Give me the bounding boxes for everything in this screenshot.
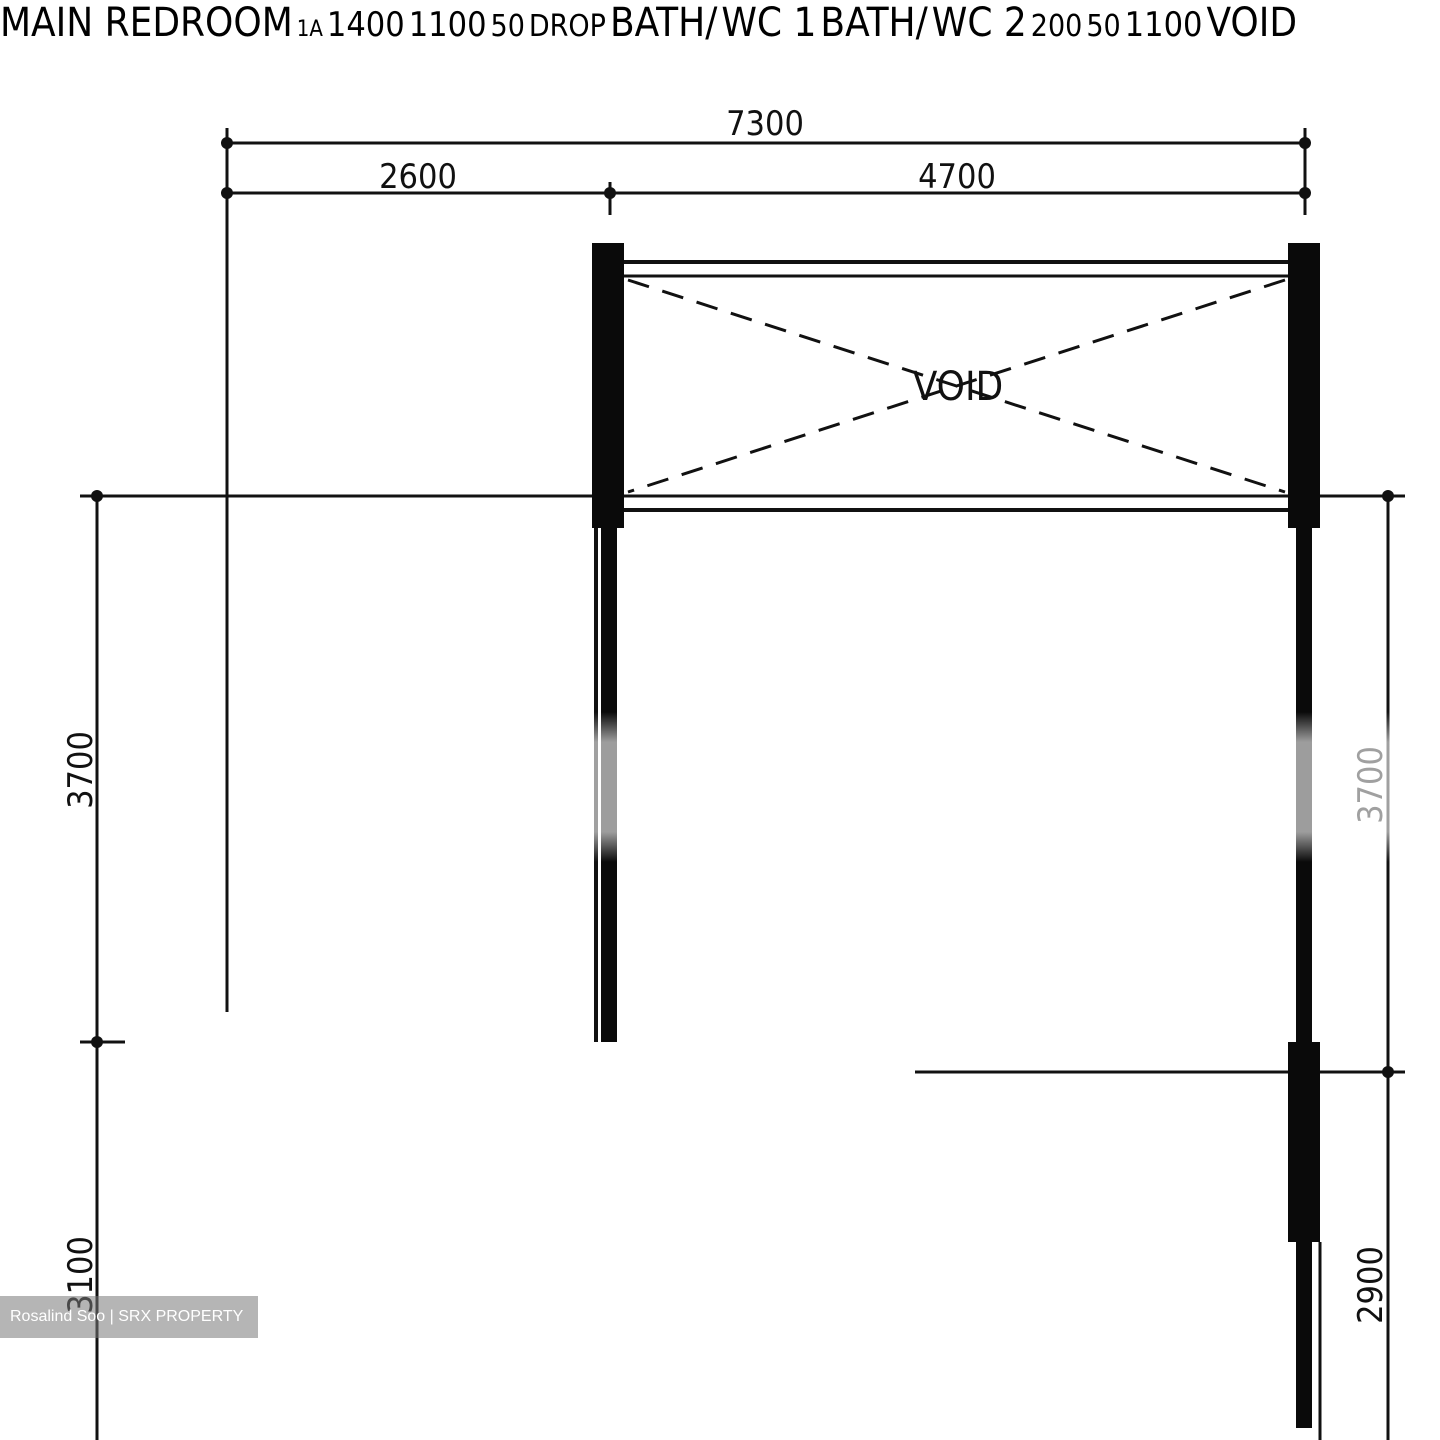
side-dimensions bbox=[80, 490, 1405, 1440]
dim-left-width: 2600 bbox=[379, 157, 457, 197]
dim-right-width: 4700 bbox=[918, 157, 996, 197]
dim-bottom-200: 200 bbox=[1030, 9, 1083, 44]
bath-wc-1-line1: BATH/ bbox=[609, 0, 718, 46]
bath-wc-2-line2: WC 2 bbox=[931, 0, 1027, 46]
dim-seg-b: 1100 bbox=[408, 5, 487, 45]
dim-drop-value: 50 bbox=[490, 9, 525, 44]
void-top-label: VOID bbox=[913, 364, 1004, 410]
dim-corridor: 1100 bbox=[1124, 5, 1203, 45]
dim-overall-width: 7300 bbox=[726, 104, 804, 144]
main-bedroom-label: MAIN REDROOM bbox=[0, 0, 293, 46]
main-bedroom-sub-label: 1A bbox=[296, 17, 323, 42]
bath-wc-1-line2: WC 1 bbox=[721, 0, 817, 46]
dim-drop-label: DROP bbox=[528, 9, 606, 44]
main-bedroom-walls bbox=[594, 528, 1322, 1440]
dim-bottom-50: 50 bbox=[1086, 9, 1121, 44]
top-dimensions bbox=[221, 128, 1311, 1012]
watermark: Rosalind Soo | SRX PROPERTY bbox=[0, 1296, 258, 1338]
dim-left-height: 3700 bbox=[61, 731, 101, 809]
dim-seg-a: 1400 bbox=[326, 5, 405, 45]
bath-wc-2-line1: BATH/ bbox=[820, 0, 928, 46]
void-bottom-label: VOID bbox=[1206, 0, 1298, 46]
dim-right-lower: 2900 bbox=[1351, 1246, 1391, 1324]
void-top-area bbox=[592, 243, 1320, 528]
dim-right-height: 3700 bbox=[1351, 746, 1391, 824]
